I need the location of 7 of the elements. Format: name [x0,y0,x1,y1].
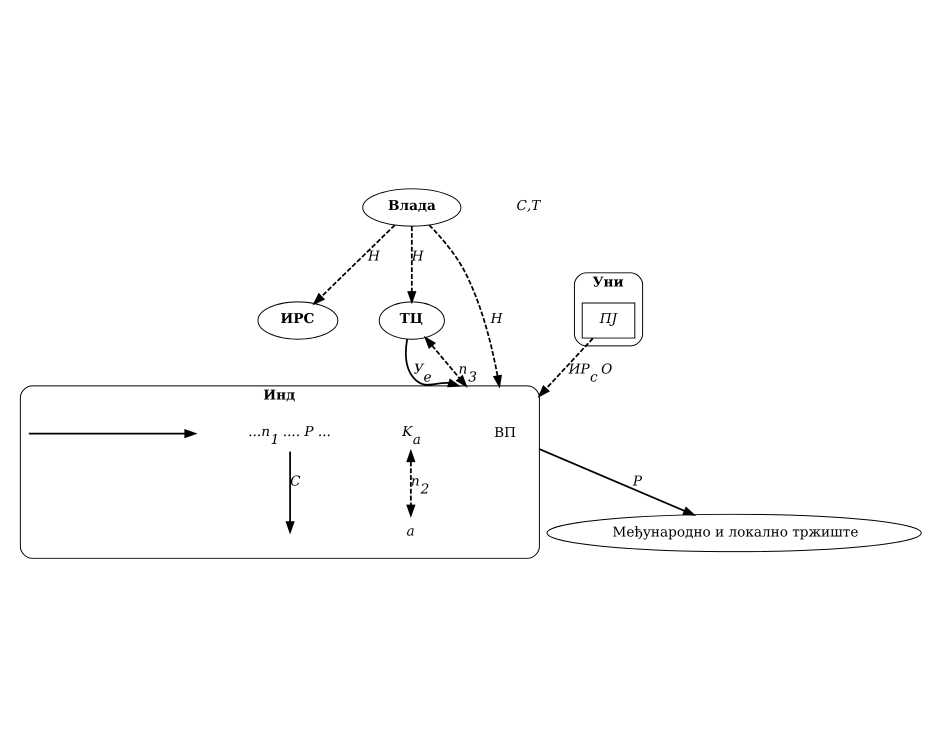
edge-label: Н [368,248,380,264]
edge-label: Н [490,310,503,327]
label: С,Т [516,198,540,214]
edge-label: Н [412,248,424,264]
node-text: a [406,523,415,540]
edge-label: Р [632,472,642,489]
node-text: ВП [494,424,516,441]
